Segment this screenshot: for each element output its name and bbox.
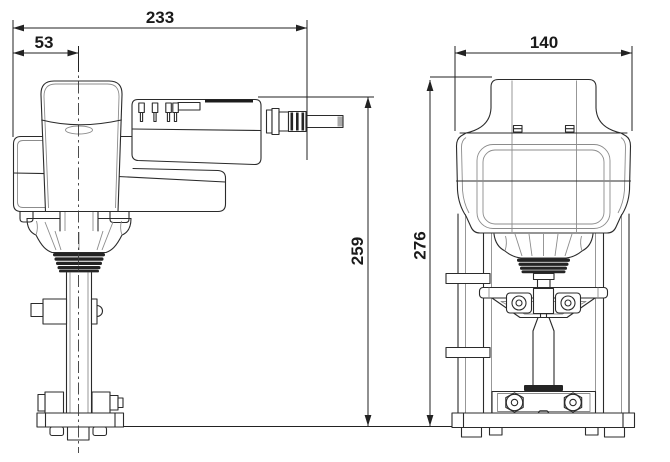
dimension-stem-offset: 53 [13, 33, 79, 72]
front-skirt [493, 233, 594, 259]
side-bellows [53, 253, 105, 273]
side-head-oval [65, 125, 93, 135]
side-head-seam [41, 119, 122, 126]
dim-side-height-label: 259 [348, 237, 367, 265]
dim-front-height-label: 276 [411, 231, 430, 259]
side-bottom-clamp [37, 391, 124, 414]
front-bottom-clamp [491, 390, 597, 414]
dimension-total-length: 233 [12, 8, 308, 160]
side-view-figure [12, 60, 344, 453]
dimensions: 233 53 259 276 [12, 8, 633, 427]
dim-stem-offset-label: 53 [35, 33, 54, 52]
side-base-flange [36, 412, 125, 441]
dimension-front-height: 276 [411, 76, 492, 426]
side-body-tab-left [19, 210, 34, 223]
side-body-tab-right [109, 210, 130, 224]
front-bellows [517, 258, 570, 274]
cable-gland [265, 107, 344, 136]
side-stem-clamp [30, 298, 103, 325]
front-head-outline [465, 78, 622, 134]
side-connector-housing [131, 98, 262, 166]
cable [305, 114, 344, 129]
front-stem [524, 316, 563, 391]
dim-total-length-label: 233 [146, 8, 174, 27]
front-top-clamp [478, 286, 609, 319]
front-stem-adapter [532, 272, 555, 289]
side-head-inner-line [43, 83, 120, 209]
front-body [455, 132, 632, 234]
front-yoke-columns [445, 213, 630, 414]
side-motor-wedge [117, 167, 227, 213]
cable-end-cap [337, 116, 343, 127]
dimension-side-height: 259 [258, 96, 374, 426]
side-body-seam-right [117, 175, 227, 183]
side-head-outline [40, 80, 123, 213]
side-stem [65, 271, 93, 414]
connector-pins [138, 102, 179, 123]
front-view-figure [445, 78, 636, 438]
dim-front-width-label: 140 [530, 33, 558, 52]
side-body-seam-left [12, 172, 46, 175]
connector-housing-outline [131, 98, 262, 166]
front-column-tab-lower [445, 346, 491, 359]
side-skirt [26, 210, 132, 254]
dimension-front-width: 140 [454, 33, 633, 131]
connector-housing-seam [131, 128, 262, 132]
front-clips [512, 124, 575, 133]
front-column-tab-upper [445, 272, 491, 285]
side-body-outline [12, 135, 51, 213]
side-body-inner-wall [17, 140, 48, 208]
front-base-plate [451, 412, 636, 438]
